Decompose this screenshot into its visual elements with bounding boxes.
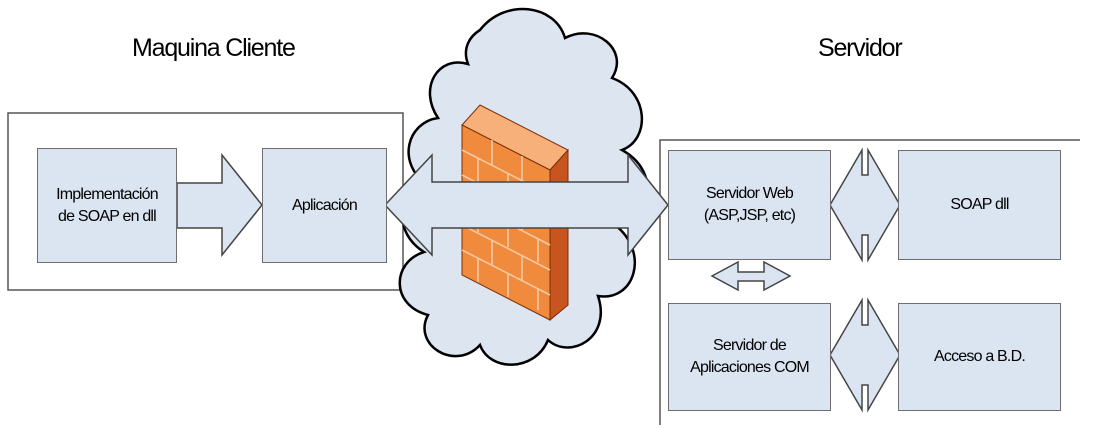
soap-dll-box: SOAP dll [898,150,1061,260]
db-access-box: Acceso a B.D. [898,303,1061,411]
web-server-box: Servidor Web (ASP,JSP, etc) [668,150,831,260]
web-server-label: Servidor Web (ASP,JSP, etc) [703,185,796,224]
arrow-com-db [829,297,901,413]
com-server-label: Servidor de Aplicaciones COM [690,337,810,376]
com-server-box: Servidor de Aplicaciones COM [668,303,831,411]
db-access-label: Acceso a B.D. [934,348,1026,365]
server-frame [659,139,1080,425]
soap-dll-label: SOAP dll [950,196,1009,213]
arrow-impl-to-app [176,152,263,258]
arrow-web-soap [829,147,901,263]
arrow-web-com [710,260,792,292]
soap-implementation-label: Implementación de SOAP en dll [56,185,159,225]
server-title: Servidor [818,34,903,62]
soap-implementation-box: Implementación de SOAP en dll [37,148,177,263]
application-box: Aplicación [262,148,387,263]
application-label: Aplicación [292,196,358,214]
client-machine-title: Maquina Cliente [132,34,296,62]
